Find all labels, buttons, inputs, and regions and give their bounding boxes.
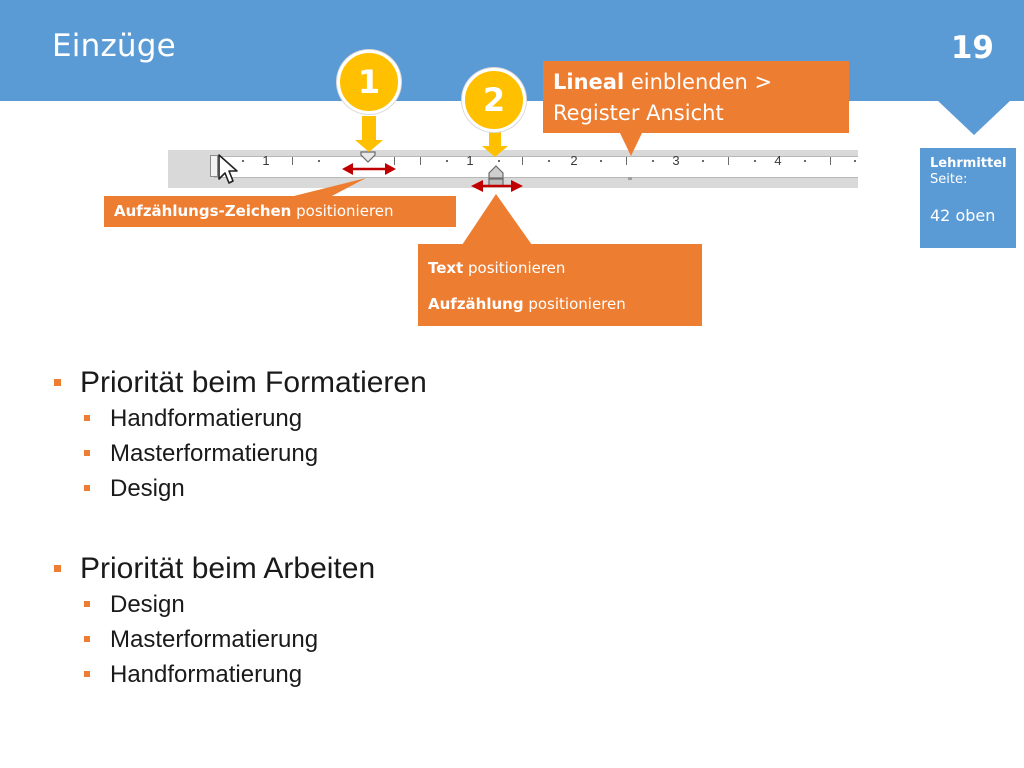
ruler-tick [498,160,500,162]
callout-text: einblenden > [624,70,773,94]
ruler[interactable]: 1 1 2 3 4 [168,150,858,188]
mouse-cursor-icon [218,154,238,184]
ruler-number: 3 [672,153,680,168]
ruler-number: 2 [570,153,578,168]
list-item-text: Handformatierung [110,661,303,688]
ruler-track [214,156,858,178]
list-spacer [52,506,892,550]
side-notch [937,100,1011,135]
list-item-level2: Design [52,471,892,506]
callout-text: positionieren [291,202,394,220]
list-item-text: Design [110,475,185,502]
callout-text: positionieren [463,259,566,277]
ruler-tick [242,160,244,162]
callout-strong: Aufzählung [428,295,524,313]
callout-text: positionieren [523,295,626,313]
ruler-tick [318,160,320,162]
bullet-marker-icon [84,450,90,456]
list-item-level2: Masterformatierung [52,436,892,471]
list-item-text: Priorität beim Arbeiten [80,552,376,585]
callout-pointer [462,194,532,245]
list-item-text: Masterformatierung [110,440,319,467]
hanging-indent-marker-icon[interactable] [487,165,505,187]
ruler-tick [548,160,550,162]
ruler-tick [754,160,756,162]
bullet-marker-icon [84,601,90,607]
bullet-marker-icon [54,565,61,572]
ruler-tick [652,160,654,162]
reference-page: 42 oben [930,206,996,225]
down-arrow-icon [355,116,383,152]
list-item-level2: Handformatierung [52,657,892,692]
list-item-level2: Masterformatierung [52,622,892,657]
callout-line: Register Ansicht [553,101,724,125]
ruler-tab-selector[interactable] [210,155,218,177]
ruler-tick [420,157,421,165]
content-list: Priorität beim Formatieren Handformatier… [52,364,892,692]
ruler-number: 4 [774,153,782,168]
default-tab-marker [628,177,632,180]
bullet-marker-icon [84,636,90,642]
reference-label: Seite: [930,172,968,187]
list-item-level1: Priorität beim Arbeiten [52,550,892,587]
callout-line: Text positionieren [428,256,692,280]
ruler-tick [804,160,806,162]
bullet-marker-icon [84,671,90,677]
ruler-tick [394,157,395,165]
bullet-marker-icon [54,379,61,386]
list-item-text: Priorität beim Formatieren [80,366,427,399]
callout-line: Lineal einblenden > [553,67,839,98]
list-item-text: Masterformatierung [110,626,319,653]
ruler-tick [522,157,523,165]
callout-line: Aufzählung positionieren [428,292,692,316]
ruler-tick [446,160,448,162]
callout-bullet-position: Aufzählungs-Zeichen positionieren [104,196,456,227]
ruler-tick [854,160,856,162]
step-badge-2: 2 [462,68,526,132]
ruler-number: 1 [262,153,270,168]
callout-show-ruler: Lineal einblenden > Register Ansicht [543,61,849,133]
list-item-text: Design [110,591,185,618]
ruler-number: 1 [466,153,474,168]
slide-title: Einzüge [52,28,176,64]
ruler-tick [702,160,704,162]
ruler-tick [626,157,627,165]
callout-strong: Aufzählungs-Zeichen [114,202,292,220]
ruler-tick [600,160,602,162]
list-item-level1: Priorität beim Formatieren [52,364,892,401]
bullet-marker-icon [84,415,90,421]
slide-number: 19 [950,30,994,66]
callout-text-position: Text positionieren Aufzählung positionie… [418,244,702,326]
list-item-level2: Design [52,587,892,622]
reference-heading: Lehrmittel [930,156,1007,171]
textbook-reference-box: Lehrmittel Seite: 42 oben [920,148,1016,248]
callout-strong: Text [428,259,464,277]
step-badge-1: 1 [337,50,401,114]
list-item-level2: Handformatierung [52,401,892,436]
ruler-tick [292,157,293,165]
list-item-text: Handformatierung [110,405,303,432]
bullet-marker-icon [84,485,90,491]
callout-strong: Lineal [553,70,625,94]
ruler-tick [830,157,831,165]
ruler-tick [728,157,729,165]
first-line-indent-marker-icon[interactable] [360,151,376,163]
